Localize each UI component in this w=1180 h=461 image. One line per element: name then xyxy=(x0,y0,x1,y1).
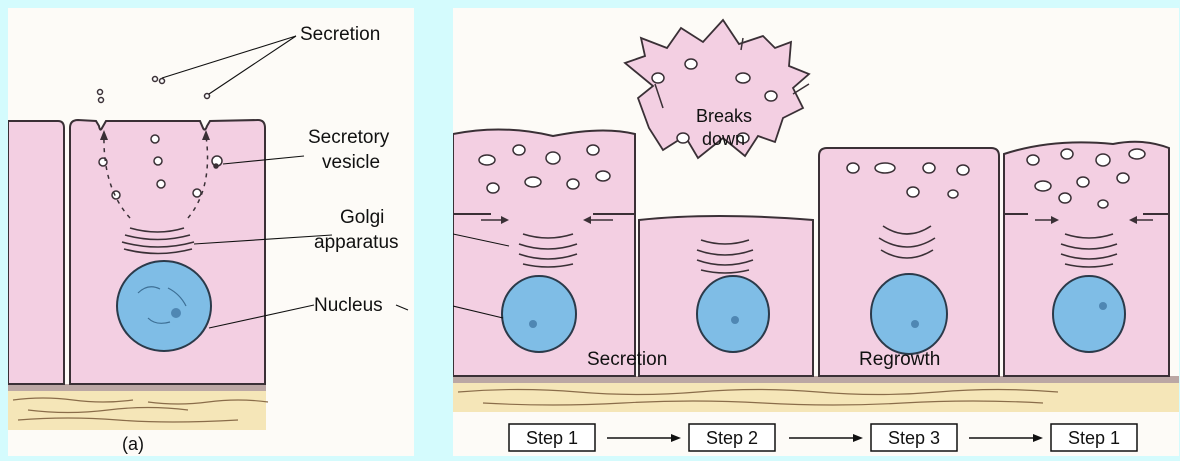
panel-b: Breaks down Secretion Regrowth Step 1 St… xyxy=(453,8,1179,456)
step-label-4: Step 1 xyxy=(1068,428,1120,448)
label-breaks-down-1: Breaks xyxy=(696,106,752,126)
step-label-1: Step 1 xyxy=(526,428,578,448)
label-golgi-2: apparatus xyxy=(314,232,399,253)
connective-tissue xyxy=(8,390,266,430)
label-breaks-down-2: down xyxy=(702,129,745,149)
caption-a: (a) xyxy=(122,434,144,454)
neighbor-cell xyxy=(8,121,64,384)
step-sequence: Step 1 Step 2 Step 3 Step 1 xyxy=(509,424,1137,451)
label-regrowth: Regrowth xyxy=(859,349,940,370)
label-secretion: Secretion xyxy=(587,349,667,370)
label-nucleus: Nucleus xyxy=(314,295,383,316)
apocrine-secretion-diagram: Breaks down Secretion Regrowth Step 1 St… xyxy=(453,8,1179,456)
basement-membrane xyxy=(453,376,1179,383)
panel-a: Secretion Secretory vesicle Golgi appara… xyxy=(8,8,414,456)
label-secretory-vesicle-2: vesicle xyxy=(322,152,380,173)
label-golgi-1: Golgi xyxy=(340,207,384,228)
basement-membrane xyxy=(8,384,266,391)
step-label-3: Step 3 xyxy=(888,428,940,448)
nucleus xyxy=(117,261,211,351)
connective-tissue xyxy=(453,382,1179,412)
label-secretion: Secretion xyxy=(300,24,380,45)
step-label-2: Step 2 xyxy=(706,428,758,448)
secretion-droplets xyxy=(98,77,210,103)
merocrine-secretion-diagram: Secretion Secretory vesicle Golgi appara… xyxy=(8,8,414,456)
label-secretory-vesicle-1: Secretory xyxy=(308,127,390,148)
